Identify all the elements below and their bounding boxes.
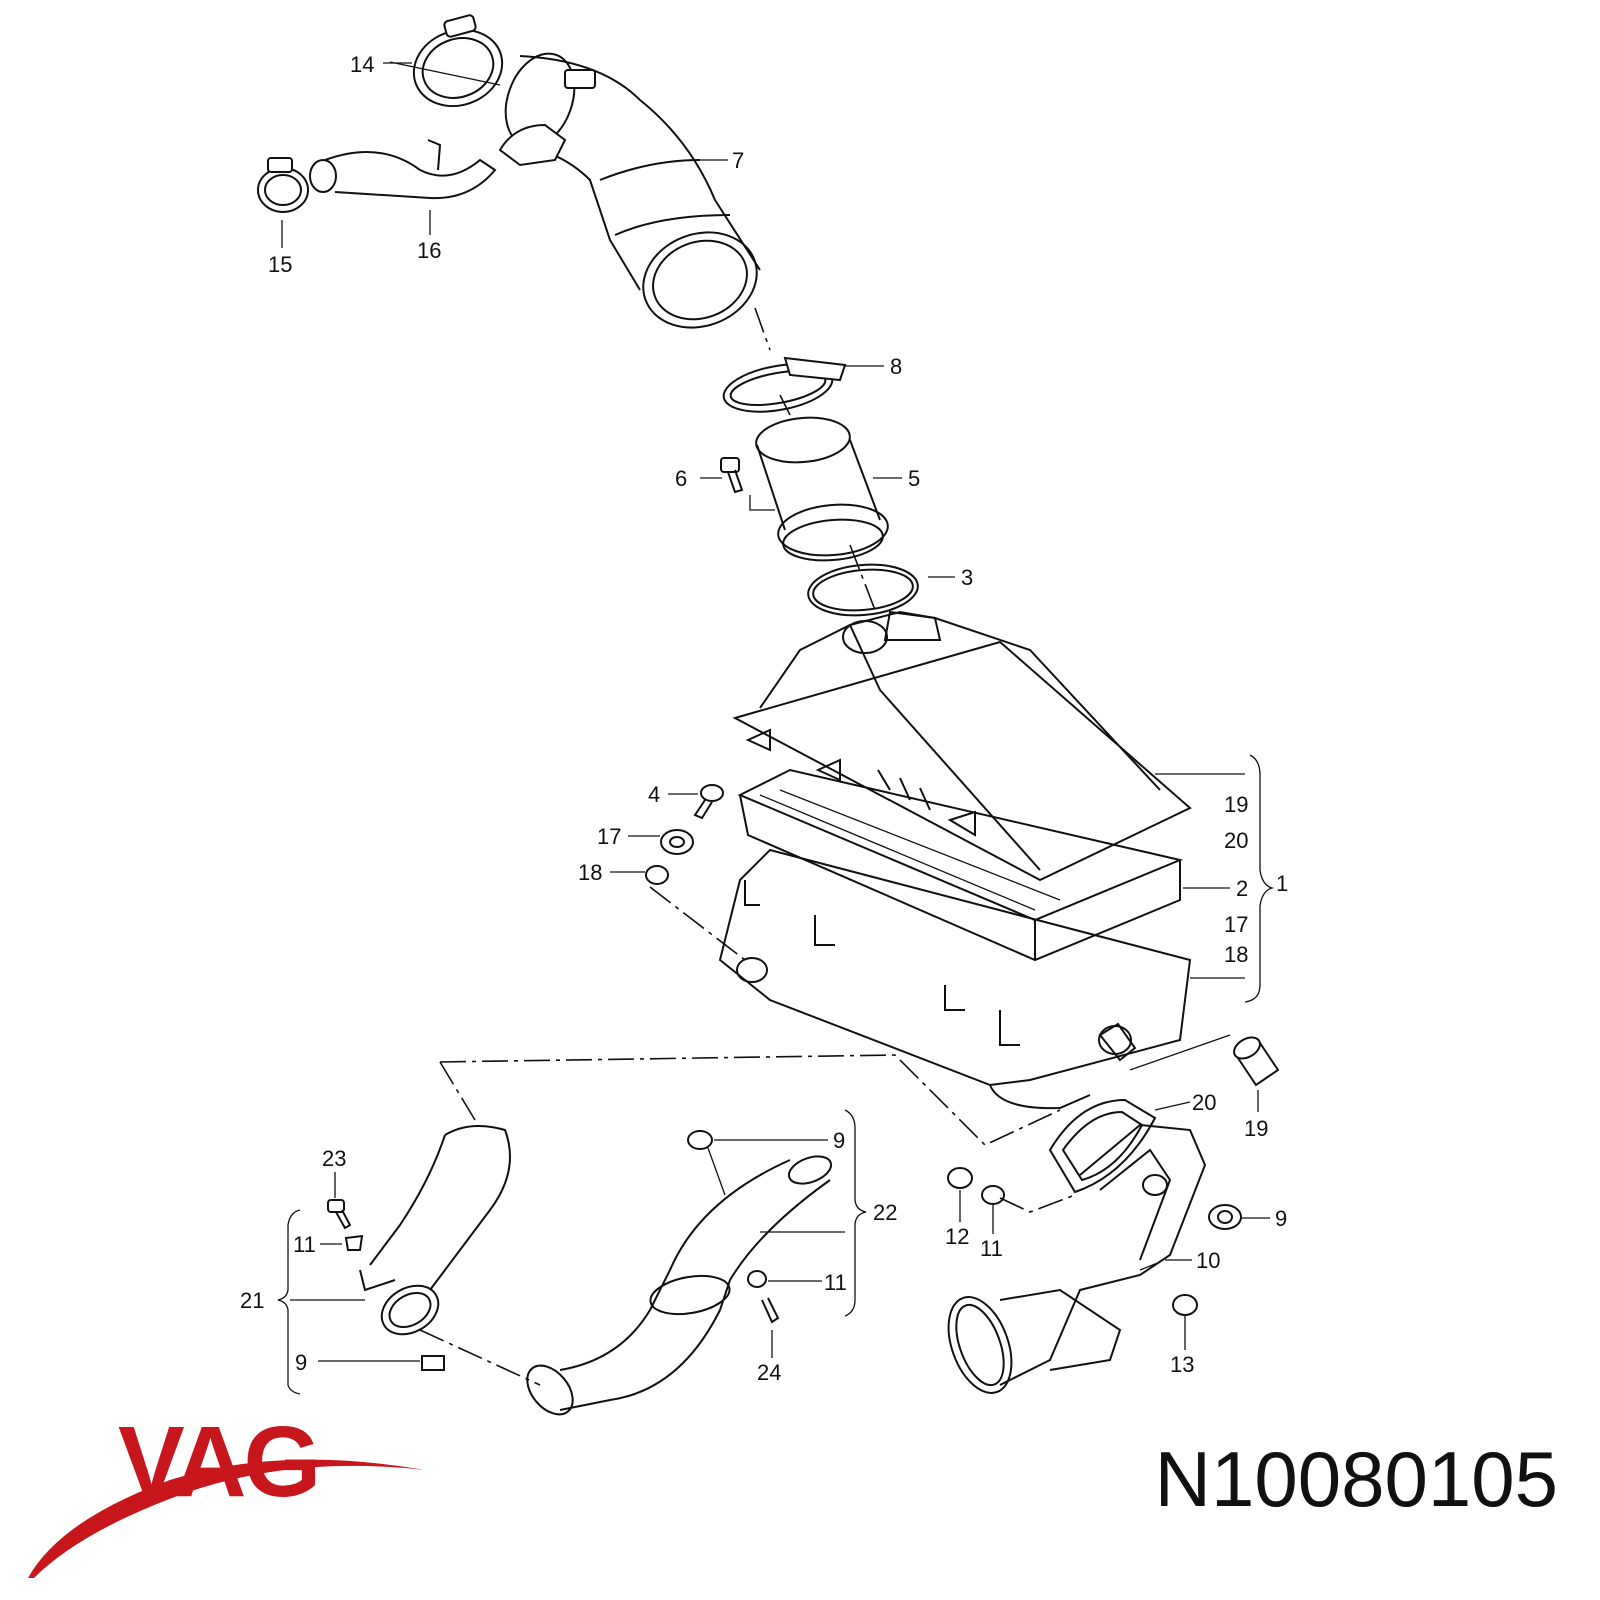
part-11-clip-left [344, 1234, 364, 1251]
callout-21: 21 [240, 1288, 264, 1313]
part-8-hose-clamp [722, 356, 847, 413]
callout-15: 15 [268, 252, 292, 277]
callout-labels: 14 7 15 16 8 6 5 3 4 17 18 19 20 2 1 17 … [240, 52, 1288, 1385]
callout-5: 5 [908, 466, 920, 491]
airbox-upper-housing [732, 610, 1192, 882]
part-9-grommet-right [1208, 1204, 1242, 1230]
callout-6: 6 [675, 466, 687, 491]
part-20-gasket [1048, 1098, 1157, 1194]
part-19-rubber-mount [1233, 1036, 1280, 1087]
callout-20-top: 20 [1224, 828, 1248, 853]
vag-logo-text: VAG [118, 1406, 321, 1518]
callout-18-right: 18 [1224, 942, 1248, 967]
callout-22: 22 [873, 1200, 897, 1225]
part-4-bolt [693, 784, 724, 820]
callout-2: 2 [1236, 876, 1248, 901]
part-number: N10080105 [1154, 1435, 1558, 1523]
callout-18-left: 18 [578, 860, 602, 885]
part-7-intake-hose [498, 52, 761, 329]
callout-9-left: 9 [295, 1350, 307, 1375]
callout-12: 12 [945, 1224, 969, 1249]
part-21-elbow-hose [359, 1125, 511, 1336]
callout-3: 3 [961, 565, 973, 590]
callout-24: 24 [757, 1360, 781, 1385]
vag-logo-swoosh [28, 1459, 425, 1578]
part-6-screw [720, 457, 744, 494]
part-11-clip-center [747, 1270, 767, 1288]
callout-17-right: 17 [1224, 912, 1248, 937]
part-16-small-hose [309, 139, 497, 200]
part-17-grommet [660, 829, 694, 855]
part-9-clip-left [421, 1355, 445, 1371]
callout-8: 8 [890, 354, 902, 379]
part-18-spacer [645, 865, 669, 885]
callout-14: 14 [350, 52, 374, 77]
callout-10: 10 [1196, 1248, 1220, 1273]
callout-9-right: 9 [1275, 1206, 1287, 1231]
part-14-hose-clamp [389, 14, 504, 108]
callout-23: 23 [322, 1146, 346, 1171]
assembly-lines [419, 307, 1076, 1386]
part-10-inlet-duct [947, 1123, 1207, 1394]
callout-11-center: 11 [824, 1270, 847, 1295]
part-9-grommet-center [687, 1130, 713, 1150]
part-2-air-filter [737, 768, 1184, 962]
callout-1: 1 [1276, 871, 1288, 896]
part-12-nut [947, 1167, 973, 1189]
part-23-bolt [327, 1199, 352, 1230]
callout-11-left: 11 [293, 1232, 316, 1257]
part-5-connector-pipe [755, 416, 889, 562]
callout-20-bottom: 20 [1192, 1090, 1216, 1115]
part-22-duct [526, 1155, 833, 1416]
part-11-clip-right [981, 1185, 1005, 1205]
callout-13: 13 [1170, 1352, 1194, 1377]
leader-lines [277, 62, 1275, 1395]
callout-11-right: 11 [980, 1236, 1003, 1261]
part-13-plug [1172, 1294, 1198, 1316]
callout-19-top: 19 [1224, 792, 1248, 817]
callout-9-center: 9 [833, 1128, 845, 1153]
airbox-lower-housing [718, 848, 1192, 1110]
callout-17-left: 17 [597, 824, 621, 849]
callout-16: 16 [417, 238, 441, 263]
part-15-small-clamp [257, 157, 309, 213]
callout-19-bottom: 19 [1244, 1116, 1268, 1141]
part-3-seal-ring [807, 563, 919, 617]
callout-7: 7 [732, 148, 744, 173]
callout-4: 4 [648, 782, 660, 807]
part-24-bolt [761, 1297, 780, 1324]
